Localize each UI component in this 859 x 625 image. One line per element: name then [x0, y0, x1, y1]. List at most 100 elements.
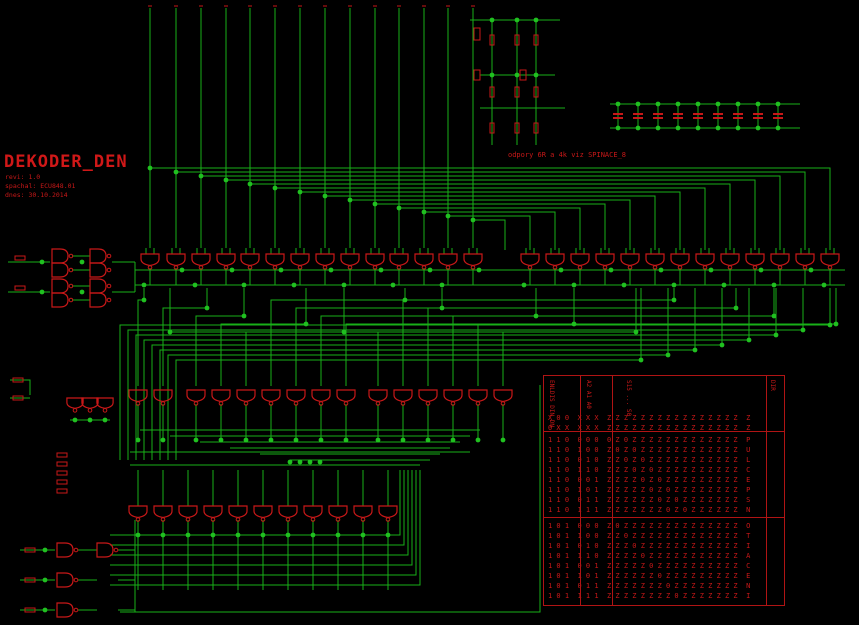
wire — [295, 288, 443, 386]
truth-table-row: 1 1 0 1 1 1 Z Z Z Z Z Z Z 0 Z 0 Z Z Z Z … — [548, 506, 751, 514]
junction-dot — [708, 267, 714, 273]
junction-dot — [79, 259, 85, 265]
gate-bubble — [343, 401, 349, 406]
junction-dot — [223, 177, 229, 183]
truth-table-row: 1 1 0 1 0 0 Z 0 Z 0 Z Z Z Z Z Z Z Z Z Z … — [548, 446, 751, 454]
nand-gate — [278, 505, 298, 519]
logic-gate — [96, 542, 114, 558]
junction-dot — [615, 101, 621, 107]
wire — [110, 470, 405, 546]
nand-gate — [570, 253, 590, 267]
truth-table-row: 1 0 1 1 0 1 Z Z Z Z Z Z 0 Z Z Z Z Z Z Z … — [548, 572, 751, 580]
junction-dot — [42, 577, 48, 583]
junction-dot — [179, 267, 185, 273]
gate-bubble — [185, 517, 191, 522]
wire — [245, 288, 345, 386]
nand-gate — [315, 253, 335, 267]
junction-dot — [141, 282, 147, 288]
junction-dot — [160, 532, 166, 538]
logic-gate — [51, 278, 69, 294]
gate-bubble — [210, 517, 216, 522]
junction-dot — [390, 282, 396, 288]
nand-gate — [240, 253, 260, 267]
junction-dot — [375, 437, 381, 443]
junction-dot — [775, 101, 781, 107]
junction-dot — [268, 437, 274, 443]
junction-dot — [500, 437, 506, 443]
resistor — [56, 479, 68, 485]
wire — [110, 470, 413, 566]
resistor — [514, 34, 520, 46]
junction-dot — [87, 417, 93, 423]
nand-gate — [128, 505, 148, 519]
gate-bubble — [73, 547, 79, 553]
gate-bubble — [322, 265, 328, 270]
junction-dot — [210, 532, 216, 538]
gate-bubble — [135, 517, 141, 522]
resistor — [12, 377, 24, 383]
junction-dot — [571, 321, 577, 327]
junction-dot — [39, 259, 45, 265]
junction-dot — [72, 417, 78, 423]
truth-table-header-dir: DIR — [769, 380, 776, 391]
resistor — [489, 122, 495, 134]
wire — [427, 288, 737, 386]
junction-dot — [800, 327, 806, 333]
nand-gate — [253, 505, 273, 519]
truth-table-row: 1 1 0 0 0 1 Z Z Z Z 0 Z 0 Z Z Z Z Z Z Z … — [548, 476, 751, 484]
gate-bubble — [752, 265, 758, 270]
nand-gate — [378, 505, 398, 519]
wire — [220, 288, 307, 386]
gate-bubble — [106, 283, 112, 289]
nand-gate — [340, 253, 360, 267]
junction-dot — [102, 417, 108, 423]
logic-gate — [51, 248, 69, 264]
gate-bubble — [260, 517, 266, 522]
nand-gate — [645, 253, 665, 267]
gate-bubble — [285, 517, 291, 522]
junction-dot — [291, 282, 297, 288]
nand-gate — [66, 397, 84, 409]
junction-dot — [402, 297, 408, 303]
junction-dot — [733, 305, 739, 311]
gate-bubble — [68, 283, 74, 289]
junction-dot — [719, 342, 725, 348]
junction-dot — [297, 189, 303, 195]
gate-bubble — [827, 265, 833, 270]
nand-gate — [620, 253, 640, 267]
gate-bubble — [106, 297, 112, 303]
nand-gate — [265, 253, 285, 267]
truth-table-row: 1 1 0 1 1 0 Z Z Z 0 Z 0 Z Z Z Z Z Z Z Z … — [548, 466, 751, 474]
junction-dot — [771, 313, 777, 319]
wire — [119, 288, 831, 460]
truth-table-divider — [544, 517, 784, 518]
junction-dot — [638, 357, 644, 363]
junction-dot — [287, 459, 293, 465]
nand-gate — [520, 253, 540, 267]
junction-dot — [218, 437, 224, 443]
wire — [226, 179, 756, 250]
junction-dot — [173, 169, 179, 175]
gate-bubble — [135, 401, 141, 406]
wire — [167, 288, 669, 460]
truth-table-row: 0 X X X X X Z Z Z Z Z Z Z Z Z Z Z Z Z Z … — [548, 424, 751, 432]
nand-gate — [595, 253, 615, 267]
nand-gate — [328, 505, 348, 519]
junction-dot — [303, 321, 309, 327]
nand-gate — [770, 253, 790, 267]
truth-table-header-enable: ENLDIS DIN DN — [548, 380, 555, 427]
wire — [250, 183, 731, 250]
wire — [175, 288, 642, 460]
junction-dot — [771, 282, 777, 288]
wire — [110, 470, 409, 556]
resistor — [489, 34, 495, 46]
resistor — [56, 461, 68, 467]
wire — [110, 470, 421, 586]
resistor-note: odpory 6R a 4k viz SPINACE_8 — [508, 151, 627, 159]
gate-bubble — [777, 265, 783, 270]
gate-bubble — [347, 265, 353, 270]
junction-dot — [533, 72, 539, 78]
truth-table-row: X 0 0 X X X Z Z Z Z Z Z Z Z Z Z Z Z Z Z … — [548, 414, 751, 422]
junction-dot — [808, 267, 814, 273]
resistor — [514, 122, 520, 134]
